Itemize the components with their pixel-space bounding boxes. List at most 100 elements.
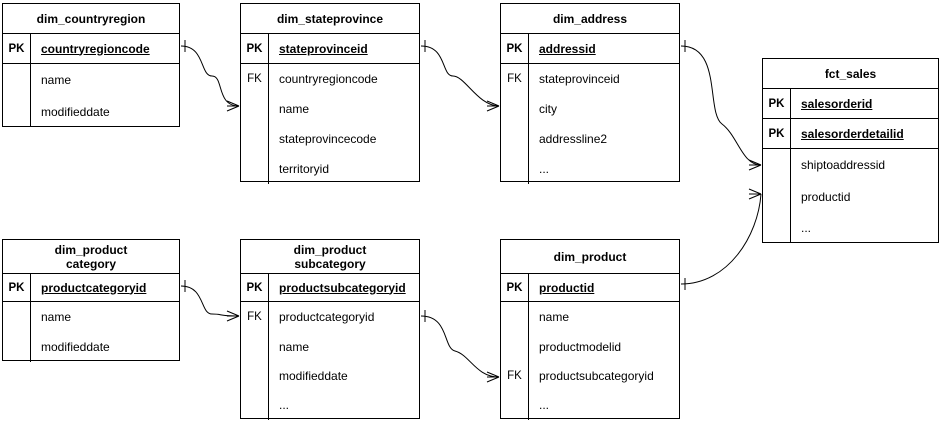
attribute-key-blank	[501, 124, 528, 154]
attribute-name: productsubcategoryid	[539, 368, 654, 383]
attribute-name: productid	[801, 189, 851, 204]
attribute-key-column: FK	[241, 64, 269, 184]
attribute-name: territoryid	[279, 162, 330, 176]
attribute-name: name	[41, 73, 72, 87]
attribute-key-column: FK	[501, 302, 529, 420]
relationship-line	[680, 45, 762, 166]
cardinality-many-marker	[748, 159, 762, 171]
foreign-key-label: FK	[247, 73, 262, 85]
attribute-name: city	[539, 102, 557, 116]
attribute-key-column	[763, 149, 791, 243]
attribute-name: productmodelid	[539, 339, 622, 354]
primary-key-attribute: countryregioncode	[41, 41, 150, 56]
relationship-rel-address-fctsales[interactable]	[680, 40, 762, 171]
attribute-key-column	[3, 302, 31, 362]
attribute-key-blank	[501, 94, 528, 124]
entity-title-dim_address: dim_address	[501, 4, 679, 34]
attribute-key-column	[3, 64, 31, 127]
attribute-key-blank	[501, 154, 528, 184]
cardinality-many-marker	[226, 100, 240, 112]
attribute-name: modifieddate	[41, 104, 110, 119]
entity-body-dim_countryregion: PK countryregioncode name modifieddate	[3, 34, 179, 127]
attribute-block: FK name productmodelid productsubcategoryid…	[501, 302, 679, 420]
cardinality-many-marker	[748, 188, 762, 200]
entity-title-fct_sales: fct_sales	[763, 59, 938, 89]
attribute-name: countryregioncode	[279, 72, 378, 86]
primary-key-attribute: productsubcategoryid	[279, 280, 406, 295]
key-label: PK	[3, 274, 31, 301]
attribute-name: name	[279, 339, 310, 354]
attribute-key-column: FK	[241, 302, 269, 420]
key-row[interactable]: PK productid	[501, 274, 679, 302]
attribute-block: name modifieddate	[3, 302, 179, 362]
entity-title-dim_product: dim_product	[501, 240, 679, 274]
attribute-key-blank	[241, 390, 268, 420]
key-label: PK	[763, 119, 791, 148]
entity-title-dim_productcategory: dim_product category	[3, 240, 179, 274]
attribute-key-blank	[241, 361, 268, 390]
key-row[interactable]: PK countryregioncode	[3, 34, 179, 64]
relationship-line	[180, 285, 240, 317]
attribute-key-blank	[241, 154, 268, 184]
relationship-rel-countryregion-stateprovince[interactable]	[180, 40, 240, 112]
foreign-key-label: FK	[247, 311, 262, 323]
attribute-name: modifieddate	[41, 340, 110, 354]
attribute-name-column: countryregioncode name stateprovincecode te…	[269, 64, 419, 184]
key-label: PK	[241, 274, 269, 301]
attribute-key-blank	[241, 94, 268, 124]
relationship-rel-product-fctsales[interactable]	[680, 188, 762, 290]
attribute-name: name	[539, 310, 570, 324]
entity-title-dim_countryregion: dim_countryregion	[3, 4, 179, 34]
attribute-key-blank	[501, 332, 528, 361]
relationship-rel-stateprovince-address[interactable]	[420, 40, 500, 112]
key-row[interactable]: PK salesorderdetailid	[763, 119, 938, 149]
key-label: PK	[501, 34, 529, 63]
attribute-name: productcategoryid	[279, 310, 375, 324]
cardinality-many-marker	[226, 310, 240, 322]
primary-key-attribute: salesorderdetailid	[801, 126, 904, 141]
attribute-key-blank	[3, 332, 30, 362]
primary-key-attribute: productid	[539, 280, 595, 295]
foreign-key-label: FK	[507, 369, 522, 382]
key-row[interactable]: PK productsubcategoryid	[241, 274, 419, 302]
key-label: PK	[501, 274, 529, 301]
attribute-name: ...	[279, 398, 290, 412]
relationship-rel-subcategory-product[interactable]	[420, 310, 500, 383]
attribute-key-blank	[501, 390, 528, 420]
relationship-line	[420, 315, 500, 378]
attribute-key-blank	[241, 332, 268, 361]
attribute-name: ...	[539, 398, 550, 412]
primary-key-attribute: salesorderid	[801, 96, 873, 111]
key-label: PK	[3, 34, 31, 63]
attribute-name: stateprovincecode	[279, 132, 377, 146]
attribute-name: name	[41, 310, 72, 324]
attribute-name: name	[279, 102, 310, 116]
attribute-key-blank	[763, 181, 790, 212]
attribute-key-blank	[763, 212, 790, 243]
relationship-rel-productcategory-subcategory[interactable]	[180, 280, 240, 322]
cardinality-many-marker	[486, 100, 500, 112]
attribute-key-blank	[501, 302, 528, 332]
foreign-key-label: FK	[507, 73, 522, 85]
